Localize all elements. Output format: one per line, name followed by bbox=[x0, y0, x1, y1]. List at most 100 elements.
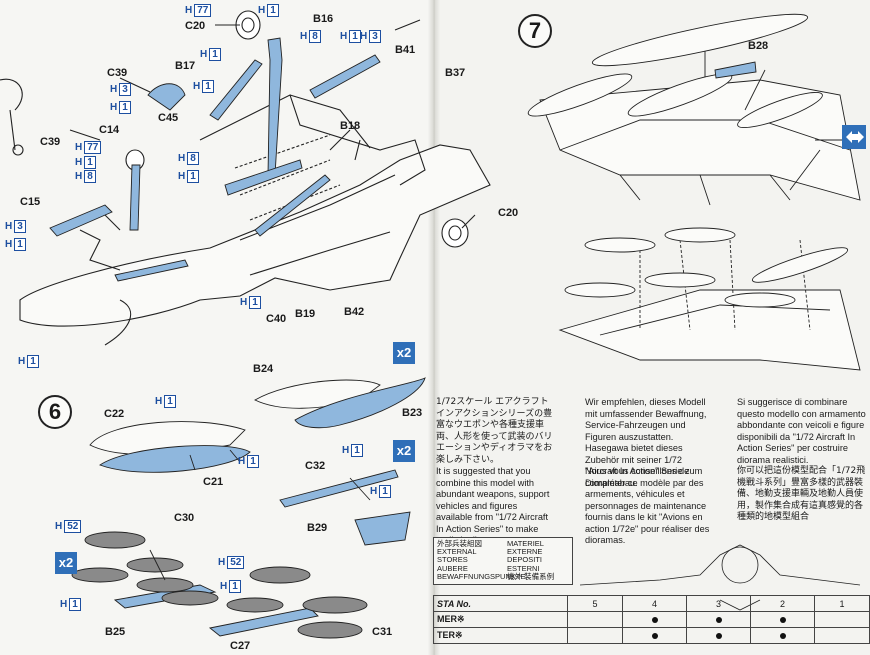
note-english: It is suggested that you combine this mo… bbox=[436, 466, 550, 545]
part-b19-shape bbox=[254, 174, 331, 237]
part-label: C15 bbox=[20, 196, 41, 208]
sta-number: 1 bbox=[814, 595, 870, 612]
missile-c32-shape bbox=[279, 469, 399, 508]
station-mark bbox=[651, 616, 658, 623]
step-number-6: 6 bbox=[38, 395, 72, 429]
rack-c27-shape bbox=[208, 607, 319, 637]
aircraft-fuselage bbox=[19, 144, 491, 327]
part-label: C32 bbox=[305, 460, 326, 472]
part-label: B19 bbox=[295, 308, 316, 320]
tank-c21-shape bbox=[99, 445, 251, 473]
part-label: B24 bbox=[253, 363, 274, 375]
header-german: AUBERE BEWAFFNUNGSPUNKTE bbox=[437, 563, 526, 581]
part-label: C30 bbox=[174, 512, 195, 524]
table-cell bbox=[750, 611, 815, 628]
table-cell bbox=[622, 611, 687, 628]
table-row: MER※ bbox=[433, 611, 870, 628]
part-label: B28 bbox=[748, 40, 769, 52]
part-label: C40 bbox=[266, 313, 287, 325]
part-c39-shape bbox=[147, 83, 186, 111]
part-label: C20 bbox=[498, 207, 519, 219]
sta-number: 5 bbox=[567, 595, 623, 612]
table-cell bbox=[750, 627, 815, 644]
tank-b23-shape bbox=[294, 377, 426, 429]
part-label: C14 bbox=[99, 124, 120, 136]
part-c15-shape bbox=[49, 204, 113, 237]
note-italian: Si suggerisce di combinare questo modell… bbox=[737, 397, 866, 465]
part-label: B17 bbox=[175, 60, 196, 72]
part-b17-shape bbox=[209, 59, 263, 121]
part-c40-shape bbox=[114, 259, 189, 282]
multiplier-badge: x2 bbox=[393, 342, 415, 364]
step-number-7: 7 bbox=[518, 14, 552, 48]
table-row: TER※ bbox=[433, 627, 870, 644]
header-chinese: 機外 裝備系例 bbox=[507, 571, 555, 581]
part-label: B23 bbox=[402, 407, 423, 419]
part-label: C39 bbox=[40, 136, 61, 148]
stations-table: STA No. 5 4 3 2 1 MER※ TER※ bbox=[433, 595, 870, 644]
row-label: MER※ bbox=[433, 611, 568, 628]
station-mark bbox=[651, 632, 658, 639]
station-mark bbox=[715, 632, 722, 639]
part-label: C27 bbox=[230, 640, 251, 652]
station-mark bbox=[779, 616, 786, 623]
part-b18-shape bbox=[224, 159, 303, 196]
sta-number: 4 bbox=[622, 595, 687, 612]
note-japanese: 1/72スケール エアクラフト インアクションシリーズの豊富なウエポンや各種支援… bbox=[436, 397, 553, 465]
part-label: B42 bbox=[344, 306, 365, 318]
part-b16-shape bbox=[267, 37, 283, 176]
header-japanese: 外部兵装組図 bbox=[437, 539, 482, 548]
sta-number: 2 bbox=[750, 595, 815, 612]
table-cell bbox=[622, 627, 687, 644]
header-french: MATERIEL EXTERNE bbox=[507, 539, 544, 557]
station-mark bbox=[779, 632, 786, 639]
arrow-symbol bbox=[842, 125, 866, 149]
multiplier-badge: x2 bbox=[393, 440, 415, 462]
part-label: B29 bbox=[307, 522, 328, 534]
part-label: B25 bbox=[105, 626, 126, 638]
part-label: B41 bbox=[395, 44, 416, 56]
table-cell bbox=[567, 627, 623, 644]
multiplier-badge: x2 bbox=[55, 552, 77, 574]
table-cell bbox=[686, 611, 751, 628]
part-label: C45 bbox=[158, 112, 179, 124]
part-label: C21 bbox=[203, 476, 224, 488]
external-stores-header: 外部兵装組図 EXTERNAL STORES AUBERE BEWAFFNUNG… bbox=[433, 537, 573, 585]
header-italian: DEPOSITI ESTERNI bbox=[507, 555, 543, 573]
part-c14-shape bbox=[129, 164, 141, 231]
sta-label: STA No. bbox=[433, 595, 568, 612]
table-row: STA No. 5 4 3 2 1 bbox=[433, 595, 870, 612]
table-cell bbox=[567, 611, 623, 628]
part-label: B37 bbox=[445, 67, 466, 79]
part-label: C20 bbox=[185, 20, 206, 32]
row-label: TER※ bbox=[433, 627, 568, 644]
note-french: Nous vous conseillons de compléter ce mo… bbox=[585, 466, 710, 545]
part-label: C39 bbox=[107, 67, 128, 79]
sta-number: 3 bbox=[686, 595, 751, 612]
